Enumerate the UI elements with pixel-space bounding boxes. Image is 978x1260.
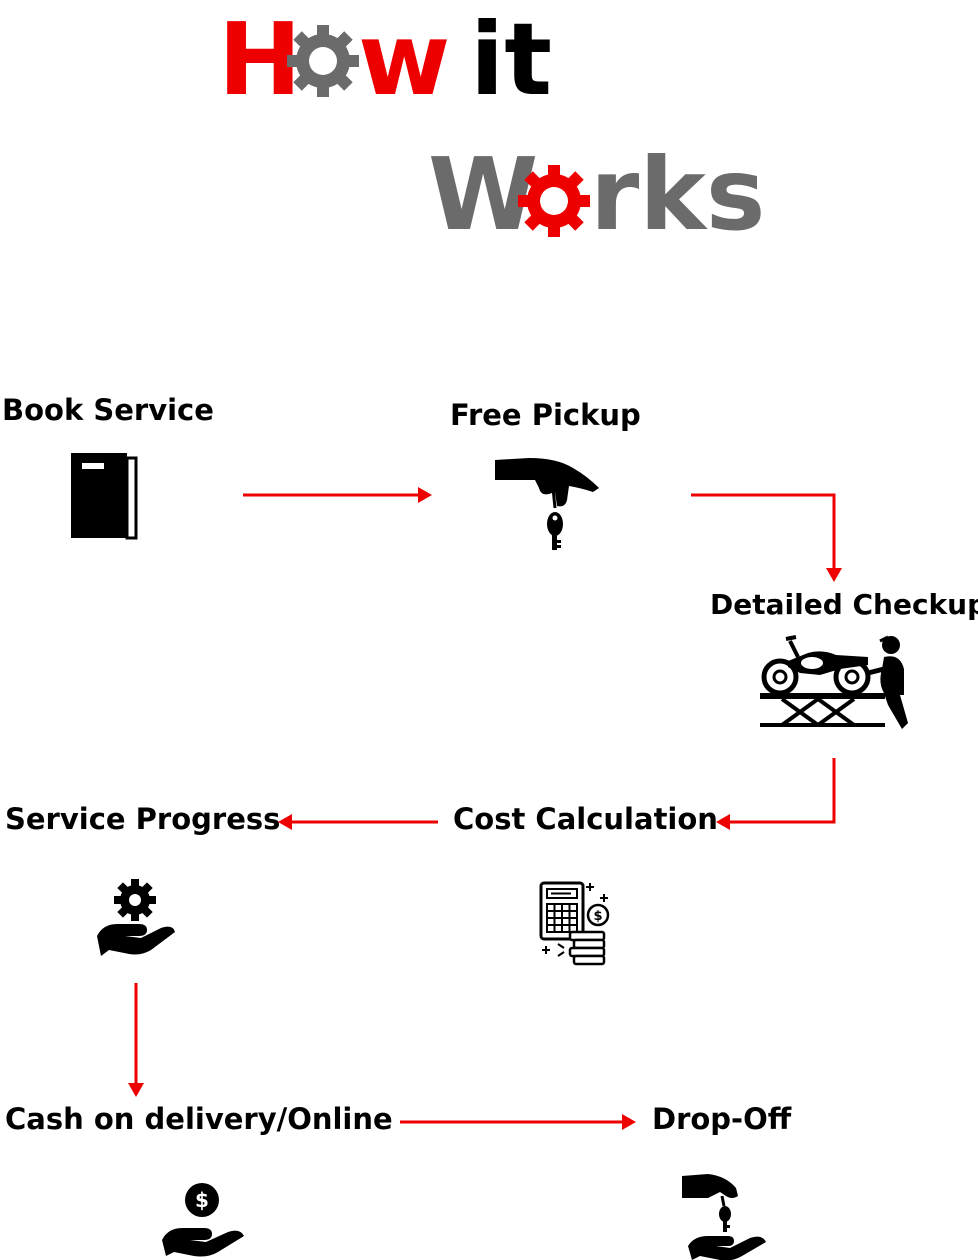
gear-icon <box>503 150 605 252</box>
svg-text:$: $ <box>195 1188 209 1212</box>
arrow-pickup-to-checkup <box>691 493 836 570</box>
step-label-cost-calculation: Cost Calculation <box>453 802 718 836</box>
step-label-cash-on-delivery: Cash on delivery/Online <box>5 1102 393 1136</box>
step-label-service-progress: Service Progress <box>5 802 281 836</box>
step-label-drop-off: Drop-Off <box>652 1102 792 1136</box>
step-label-free-pickup: Free Pickup <box>450 398 641 432</box>
title-word-rks: rks <box>590 136 766 253</box>
key-handover-icon <box>682 1174 766 1260</box>
arrow-checkup-to-cost <box>730 758 836 824</box>
arrowhead <box>278 814 292 830</box>
arrowhead <box>418 487 432 503</box>
arrowhead <box>826 568 842 582</box>
arrowhead <box>128 1083 144 1097</box>
arrowhead <box>716 814 730 830</box>
title-word-it: it <box>470 1 553 118</box>
mechanic-motorbike-lift-icon <box>760 635 908 729</box>
hand-with-key-icon <box>495 458 599 550</box>
gear-icon <box>272 10 374 112</box>
book-icon <box>71 453 138 540</box>
title-letter-w: w <box>358 1 451 118</box>
step-label-book-service: Book Service <box>2 393 214 427</box>
hand-with-gear-icon <box>97 870 175 956</box>
svg-text:$: $ <box>593 909 602 924</box>
title-letter-w-large: W <box>428 136 539 253</box>
calculator-coins-icon: $ <box>539 881 610 966</box>
arrowhead <box>622 1114 636 1130</box>
hand-with-dollar-coin-icon: $ <box>162 1183 244 1257</box>
step-label-detailed-checkup: Detailed Checkup <box>710 588 978 621</box>
